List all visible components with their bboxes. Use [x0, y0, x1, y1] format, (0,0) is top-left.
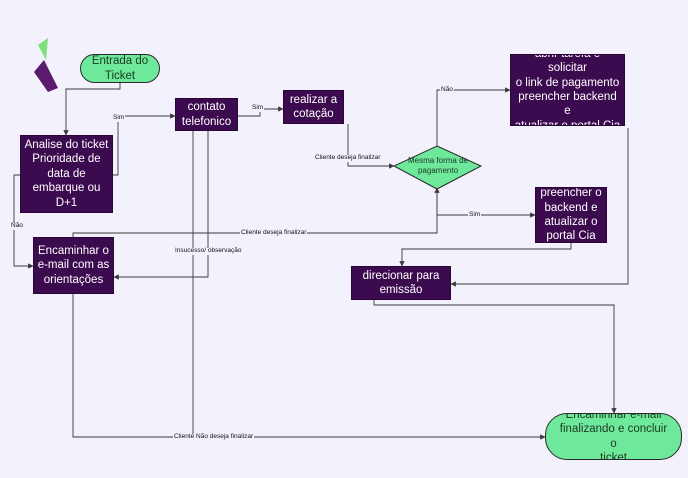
brand-logo-icon: [34, 38, 58, 92]
analise-ticket-box[interactable]: Analise do ticket Prioridade de data de …: [20, 135, 113, 213]
edge-label-insucesso: Insucesso/ observação: [174, 247, 243, 255]
edge-preencher-direcionar: [399, 243, 572, 267]
edge-label-sim-cotacao: Sim: [251, 104, 265, 112]
edge-analise-contato: [113, 113, 176, 176]
realizar-cotacao-box[interactable]: realizar a cotação: [283, 90, 344, 124]
edge-label-cliente-finalizar-1: Cliente deseja finalizar: [314, 154, 382, 162]
edge-label-nao-analise: Não: [10, 222, 24, 230]
edge-decisao-abrir: [436, 87, 511, 146]
edge-cotacao-decisao: [347, 124, 395, 169]
preencher-backend-box[interactable]: preencher o backend e atualizar o portal…: [535, 187, 607, 243]
abrir-tarefa-box[interactable]: abrir tarefa e solicitar o link de pagam…: [510, 54, 625, 126]
end-terminator[interactable]: Encaminhar e-mail finalizando e concluir…: [545, 413, 682, 460]
edge-contato-cotacao: [238, 106, 284, 117]
decision-label: Mesma forma de pagamento: [407, 156, 469, 176]
edge-decisao-preencher: [436, 186, 536, 218]
encaminhar-orientacoes-box[interactable]: Encaminhar o e-mail com as orientações: [33, 237, 114, 294]
edge-entrada-analise: [63, 82, 121, 136]
edge-encaminhar-final: [72, 294, 546, 440]
contato-telefonico-box[interactable]: contato telefonico: [175, 98, 238, 131]
edge-direcionar-final: [373, 300, 617, 414]
direcionar-emissao-box[interactable]: direcionar para emissão: [351, 266, 451, 300]
edge-label-cliente-finalizar-2: Cliente deseja finalizar: [240, 229, 308, 237]
edge-label-nao-decisao: Não: [440, 86, 454, 94]
edge-contato-encaminhar: [113, 131, 209, 280]
edge-abrir-direcionar: [450, 128, 629, 287]
start-terminator[interactable]: Entrada do Ticket: [80, 54, 160, 83]
edge-label-sim-contato: Sim: [112, 114, 126, 122]
edge-label-sim-decisao: Sim: [468, 211, 482, 219]
edge-label-cliente-nao-finalizar: Cliente Não deseja finalizar: [173, 433, 255, 441]
edge-analise-encaminhar: [13, 174, 34, 269]
decision-diamond: [392, 145, 483, 190]
